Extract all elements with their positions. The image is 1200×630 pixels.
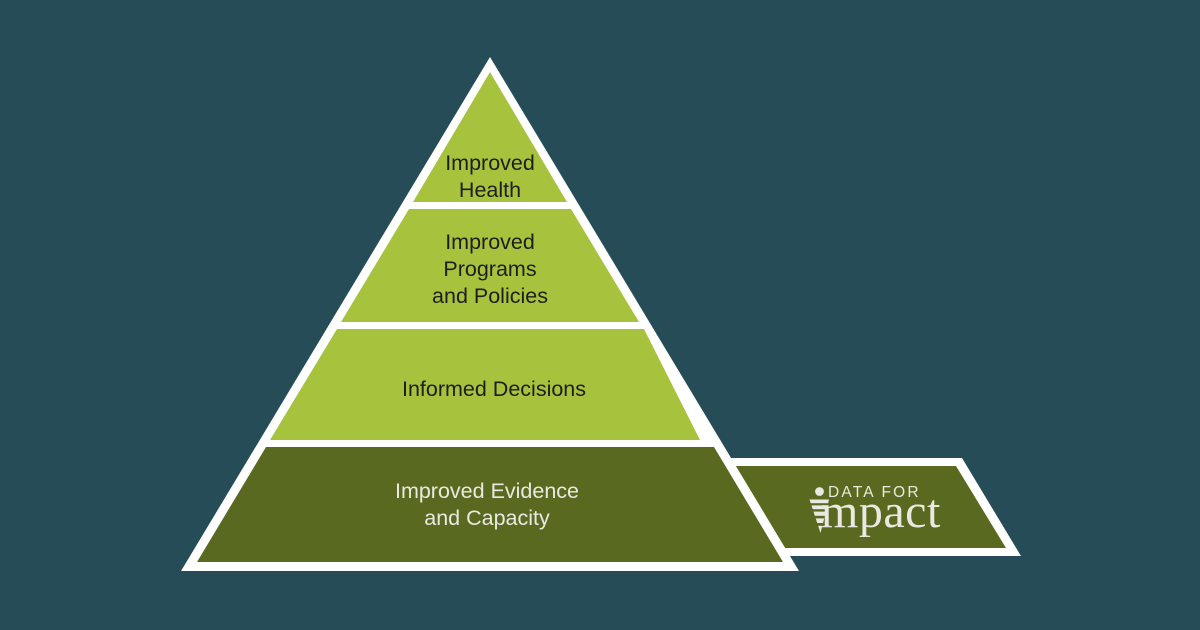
data-for-impact-banner: DATA FOR mpact	[686, 458, 1021, 556]
label-improved-evidence-line1: Improved Evidence	[395, 479, 579, 503]
label-improved-evidence-line2: and Capacity	[424, 506, 550, 530]
label-improved-programs-line2: Programs	[443, 257, 536, 281]
data-for-impact-logo: DATA FOR mpact	[806, 484, 941, 538]
logo-impact-text: mpact	[821, 485, 941, 538]
label-improved-health-line1: Improved	[445, 151, 535, 175]
pyramid-level-improved-evidence-capacity	[197, 447, 783, 562]
pyramid-level-improved-programs-policies	[341, 209, 639, 322]
logo-data-for-text: DATA FOR	[828, 484, 921, 501]
label-informed-decisions: Informed Decisions	[402, 377, 586, 401]
pyramid: Improved Health Improved Programs and Po…	[181, 57, 799, 571]
pyramid-level-informed-decisions	[270, 329, 700, 440]
person-body-stripes	[806, 503, 832, 526]
label-improved-health-line2: Health	[459, 178, 521, 202]
pyramid-level-improved-health	[413, 72, 567, 202]
person-head	[815, 487, 824, 496]
label-improved-programs-line1: Improved	[445, 230, 535, 254]
label-improved-programs-line3: and Policies	[432, 284, 548, 308]
person-icon	[806, 487, 832, 533]
